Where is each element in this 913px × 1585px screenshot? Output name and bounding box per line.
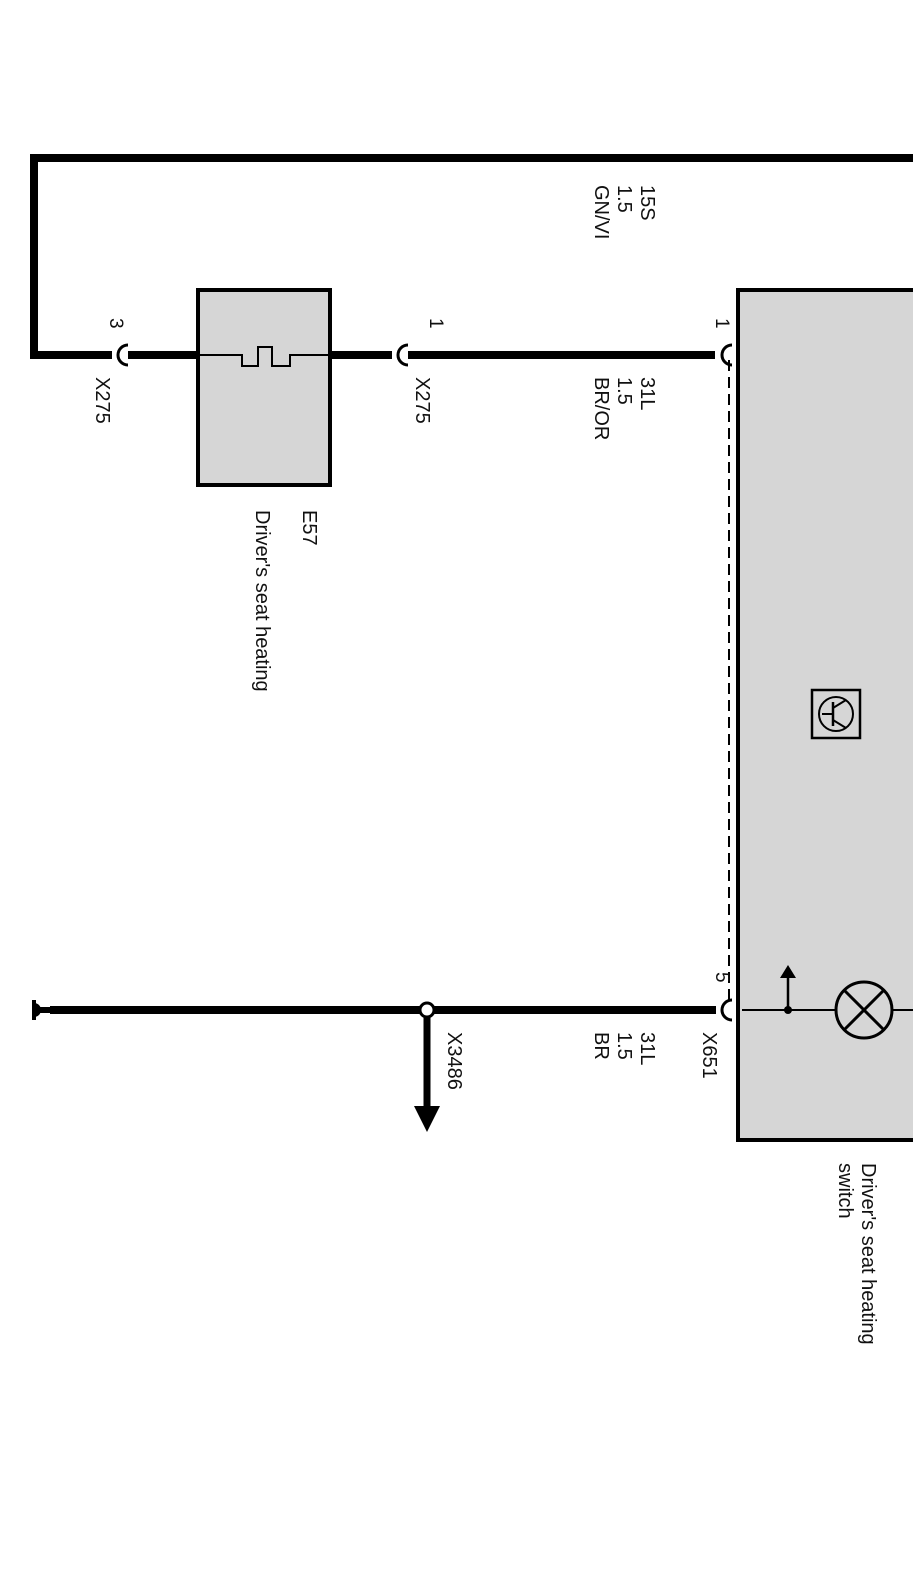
connector-id: X275	[411, 377, 433, 424]
connector-id: X3486	[443, 1032, 465, 1090]
pin-number: 1	[425, 318, 446, 329]
wire-label-circuit: 15S	[636, 185, 658, 221]
connector-switch-pin1	[720, 343, 733, 367]
ground-symbol-icon	[32, 1000, 50, 1020]
connector-x275-pin3	[116, 343, 129, 367]
transistor-icon	[810, 688, 862, 740]
splice-x3486	[414, 1001, 440, 1132]
pin-number: 1	[711, 318, 732, 329]
wire-label-size: 1.5	[613, 185, 635, 213]
component-name: switch	[834, 1163, 856, 1219]
wire-label-circuit: 31L	[636, 377, 658, 410]
heater-box	[196, 288, 332, 487]
heating-element-icon	[200, 346, 330, 367]
wire-label-color: BR	[590, 1032, 612, 1060]
connector-id: X275	[91, 377, 113, 424]
wire-label-size: 1.5	[613, 1032, 635, 1060]
connector-x651-pin5	[720, 998, 733, 1022]
wire-label-color: BR/OR	[590, 377, 612, 440]
pin-number: 3	[105, 318, 126, 329]
component-id: E57	[298, 510, 320, 546]
pin-number: 5	[711, 972, 732, 983]
component-name: Driver's seat heating	[251, 510, 273, 692]
connector-x275-pin1	[396, 343, 409, 367]
arrow-icon	[780, 965, 796, 1014]
splice-arrow-icon	[414, 1106, 440, 1132]
connector-id: X651	[698, 1032, 720, 1079]
component-name: Driver's seat heating	[857, 1163, 879, 1345]
lamp-icon	[834, 980, 894, 1040]
wire-label-circuit: 31L	[636, 1032, 658, 1065]
wire-label-color: GN/VI	[590, 185, 612, 239]
wire-label-size: 1.5	[613, 377, 635, 405]
wire-15s-top	[30, 154, 913, 359]
